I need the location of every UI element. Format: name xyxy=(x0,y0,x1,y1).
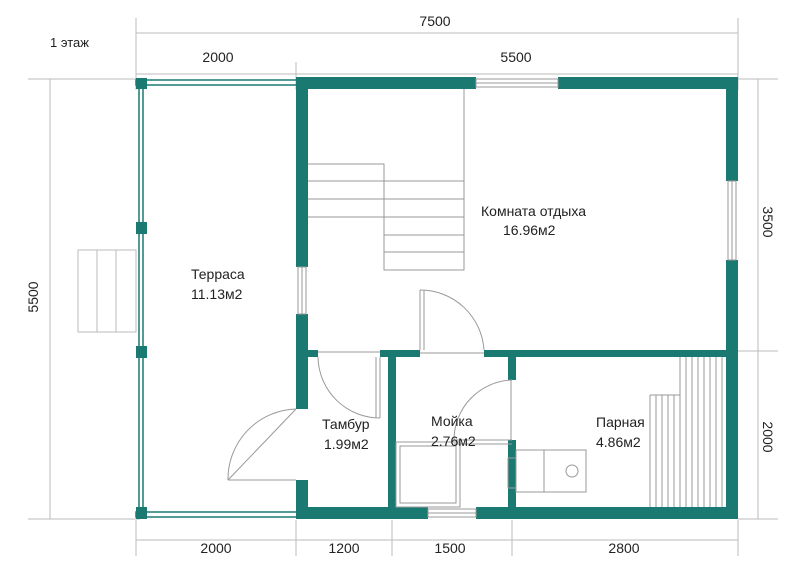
room-steam-room: Парная 4.86м2 xyxy=(596,414,645,450)
dim-bottom-4: 2800 xyxy=(608,540,639,556)
room-terrace: Терраса 11.13м2 xyxy=(191,266,245,302)
room-washroom: Мойка 2.76м2 xyxy=(431,413,476,449)
dim-bottom-2: 1200 xyxy=(328,540,359,556)
dim-right-lower: 2000 xyxy=(760,421,776,452)
room-area-vestibule: 1.99м2 xyxy=(324,436,369,452)
room-lounge: Комната отдыха 16.96м2 xyxy=(481,203,586,238)
terrace-post-2 xyxy=(136,222,147,234)
doors xyxy=(227,289,513,481)
room-name-terrace: Терраса xyxy=(191,266,245,282)
dim-right-upper: 3500 xyxy=(760,206,776,237)
dim-left-height: 5500 xyxy=(25,281,41,312)
floor-label: 1 этаж xyxy=(50,35,89,50)
entrance-door xyxy=(227,408,297,481)
steam-room-door xyxy=(453,379,513,445)
vestibule-door xyxy=(317,351,381,419)
room-name-lounge: Комната отдыха xyxy=(481,203,586,219)
steam-room-benches xyxy=(649,357,723,507)
terrace-post-3 xyxy=(136,346,147,358)
room-name-vestibule: Тамбур xyxy=(322,416,370,432)
windows xyxy=(297,78,737,518)
room-vestibule: Тамбур 1.99м2 xyxy=(322,416,370,452)
dim-bottom-3: 1500 xyxy=(434,540,465,556)
washroom-door xyxy=(419,289,485,354)
dim-top-right: 5500 xyxy=(500,49,531,65)
room-name-steam-room: Парная xyxy=(596,414,645,430)
dim-bottom-1: 2000 xyxy=(200,540,231,556)
dim-total-width: 7500 xyxy=(419,13,450,29)
dim-top-left: 2000 xyxy=(202,49,233,65)
room-area-terrace: 11.13м2 xyxy=(191,286,243,302)
room-area-washroom: 2.76м2 xyxy=(431,433,476,449)
terrace-post-1 xyxy=(136,78,147,89)
shower-tray xyxy=(395,441,461,508)
sauna-stove xyxy=(507,449,587,493)
walls xyxy=(296,77,738,519)
dimension-lines xyxy=(28,18,778,556)
room-name-washroom: Мойка xyxy=(431,413,473,429)
room-area-lounge: 16.96м2 xyxy=(503,222,556,238)
room-area-steam-room: 4.86м2 xyxy=(596,434,641,450)
terrace-frame xyxy=(135,78,299,519)
terrace-steps xyxy=(77,249,137,333)
staircase xyxy=(308,89,465,271)
terrace-post-4 xyxy=(136,507,147,519)
